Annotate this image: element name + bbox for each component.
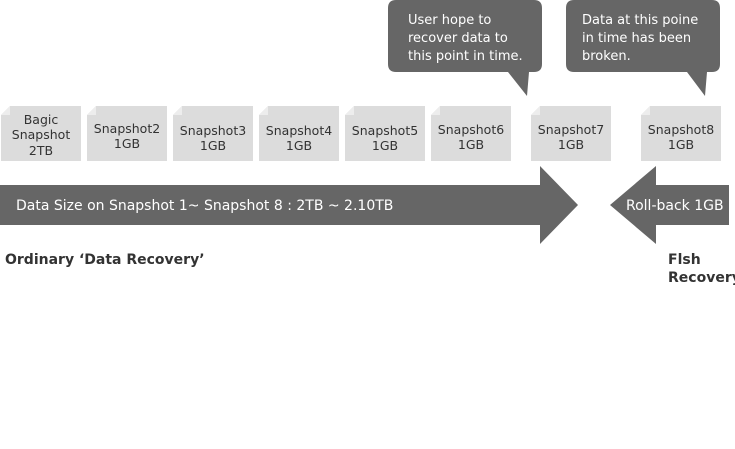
snapshot-2-fold <box>87 106 96 115</box>
data-size-arrow-shape <box>0 166 578 244</box>
snapshot-8-line-2: 1GB <box>668 137 694 152</box>
callout-broken-line-1: Data at this poine <box>582 13 698 28</box>
snapshot-3: Snapshot3 1GB <box>173 106 253 161</box>
snapshot-6-box <box>431 106 511 161</box>
rollback-arrow-label: Roll-back 1GB <box>626 198 724 214</box>
snapshot-8-box <box>641 106 721 161</box>
snapshot-1-line-1: Bagic <box>24 112 59 127</box>
snapshot-1-box <box>1 106 81 161</box>
snapshot-5-line-1: Snapshot5 <box>352 123 418 138</box>
snapshot-5-line-2: 1GB <box>372 138 398 153</box>
snapshot-1-line-3: 2TB <box>29 143 53 158</box>
callout-user-hope-line-1: User hope to <box>408 13 491 28</box>
snapshot-5-box <box>345 106 425 161</box>
callout-user-hope: User hope to recover data to this point … <box>388 0 542 96</box>
callout-user-hope-line-2: recover data to <box>408 31 508 46</box>
snapshot-8: Snapshot8 1GB <box>641 106 721 161</box>
callout-broken: Data at this poine in time has been brok… <box>566 0 720 96</box>
snapshot-4-line-1: Snapshot4 <box>266 123 332 138</box>
callout-broken-line-2: in time has been <box>582 31 691 46</box>
caption-ordinary-recovery: Ordinary ‘Data Recovery’ <box>5 252 205 268</box>
snapshot-4-box <box>259 106 339 161</box>
callout-broken-bubble <box>566 0 720 96</box>
snapshot-8-fold <box>641 106 650 115</box>
snapshot-2-box <box>87 106 167 161</box>
snapshot-8-line-1: Snapshot8 <box>648 122 714 137</box>
snapshot-7-fold <box>531 106 540 115</box>
snapshot-2-line-2: 1GB <box>114 136 140 151</box>
snapshot-2: Snapshot2 1GB <box>87 106 167 161</box>
snapshot-3-box <box>173 106 253 161</box>
snapshot-1-line-2: Snapshot <box>12 127 71 142</box>
rollback-arrow-shape <box>610 166 729 244</box>
data-size-arrow: Data Size on Snapshot 1~ Snapshot 8 : 2T… <box>0 166 578 244</box>
callout-user-hope-bubble <box>388 0 542 96</box>
caption-flash-recovery-line-2: Recovery <box>668 270 735 286</box>
snapshot-4: Snapshot4 1GB <box>259 106 339 161</box>
snapshot-5-fold <box>345 106 354 115</box>
snapshot-6-line-1: Snapshot6 <box>438 122 504 137</box>
snapshot-3-fold <box>173 106 182 115</box>
snapshot-4-fold <box>259 106 268 115</box>
snapshot-3-line-2: 1GB <box>200 138 226 153</box>
callout-user-hope-line-3: this point in time. <box>408 49 523 64</box>
snapshot-7-box <box>531 106 611 161</box>
snapshot-4-line-2: 1GB <box>286 138 312 153</box>
rollback-arrow: Roll-back 1GB <box>610 166 729 244</box>
snapshot-7-line-2: 1GB <box>558 137 584 152</box>
snapshot-6: Snapshot6 1GB <box>431 106 511 161</box>
callout-broken-line-3: broken. <box>582 49 631 64</box>
snapshot-3-line-1: Snapshot3 <box>180 123 246 138</box>
snapshot-1: Bagic Snapshot 2TB <box>1 106 81 161</box>
snapshot-6-line-2: 1GB <box>458 137 484 152</box>
snapshot-5: Snapshot5 1GB <box>345 106 425 161</box>
snapshot-7: Snapshot7 1GB <box>531 106 611 161</box>
snapshot-6-fold <box>431 106 440 115</box>
snapshot-1-fold <box>1 106 10 115</box>
snapshot-2-line-1: Snapshot2 <box>94 121 160 136</box>
data-size-arrow-label: Data Size on Snapshot 1~ Snapshot 8 : 2T… <box>16 198 393 214</box>
snapshot-7-line-1: Snapshot7 <box>538 122 604 137</box>
snapshot-row: Bagic Snapshot 2TB Snapshot2 1GB Snapsho… <box>1 106 721 161</box>
caption-flash-recovery-line-1: Flsh <box>668 252 701 268</box>
